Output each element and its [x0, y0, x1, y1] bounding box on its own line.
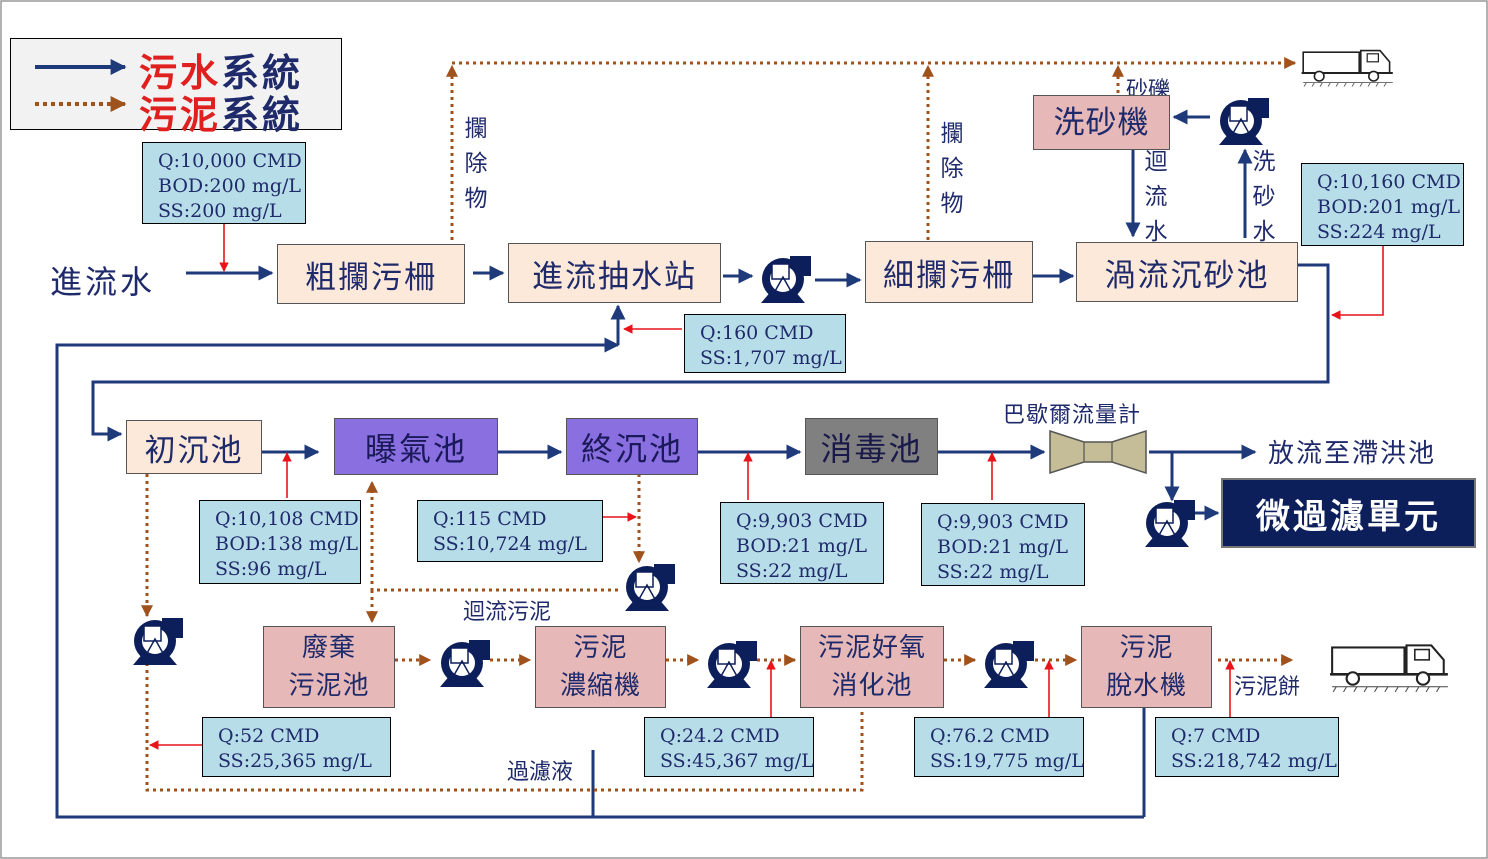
truck-icon — [1300, 40, 1396, 94]
legend-sludge-word: 污泥 — [139, 92, 222, 137]
info-bod: BOD:21 mg/L — [937, 536, 1068, 558]
vortex-grit-chamber: 渦流沉砂池 — [1076, 242, 1298, 302]
waste-sludge-tank-line2: 污泥池 — [288, 671, 370, 701]
info-flow: Q:9,903 CMD — [736, 510, 868, 532]
sewage-lines — [55, 109, 1330, 819]
sludge-thickener-line2: 濃縮機 — [559, 671, 641, 701]
grit-wash-water-label: 洗砂水 — [1252, 149, 1276, 245]
info-flow: Q:10,000 CMD — [158, 150, 302, 172]
legend-swatches — [35, 59, 127, 112]
info-bod: BOD:200 mg/L — [158, 175, 302, 197]
info-flow: Q:76.2 CMD — [930, 725, 1050, 747]
info-return-sludge: Q:115 CMD SS:10,724 mg/L — [417, 500, 603, 562]
info-bod: BOD:21 mg/L — [736, 535, 867, 557]
legend-sewage: 污水系統 — [139, 42, 303, 97]
influent-label: 進流水 — [50, 263, 156, 301]
legend-system-word: 系統 — [221, 50, 304, 95]
info-ss: SS:96 mg/L — [215, 558, 327, 580]
venturi-flowmeter-icon — [1049, 429, 1147, 475]
fine-screen: 細攔污柵 — [865, 241, 1033, 303]
influent-pump-station: 進流抽水站 — [508, 243, 721, 303]
pump-icon — [699, 638, 761, 694]
info-bod: BOD:201 mg/L — [1317, 196, 1461, 218]
info-flow: Q:10,108 CMD — [215, 508, 359, 530]
info-sludge-cake: Q:7 CMD SS:218,742 mg/L — [1155, 717, 1339, 777]
legend-sludge: 污泥系統 — [139, 84, 303, 139]
info-flow: Q:24.2 CMD — [660, 725, 780, 747]
info-final-effluent: Q:9,903 CMD BOD:21 mg/L SS:22 mg/L — [720, 502, 884, 584]
aeration-tank: 曝氣池 — [334, 418, 498, 475]
pump-icon — [976, 638, 1038, 694]
waste-sludge-tank-line1: 廢棄 — [301, 633, 356, 663]
info-ss: SS:200 mg/L — [158, 200, 282, 222]
info-pump-station: Q:160 CMD SS:1,707 mg/L — [684, 314, 846, 373]
filtrate-label: 過濾液 — [507, 760, 574, 785]
info-flow: Q:115 CMD — [433, 508, 547, 530]
info-flow: Q:7 CMD — [1171, 725, 1261, 747]
info-ss: SS:22 mg/L — [736, 560, 848, 582]
info-grit-effluent: Q:10,160 CMD BOD:201 mg/L SS:224 mg/L — [1301, 163, 1464, 246]
info-influent: Q:10,000 CMD BOD:200 mg/L SS:200 mg/L — [142, 142, 306, 224]
return-sludge-label: 迴流污泥 — [463, 600, 552, 625]
pump-icon — [1137, 497, 1199, 553]
pump-icon — [432, 637, 494, 693]
waste-sludge-tank: 廢棄 污泥池 — [263, 626, 395, 708]
legend-sewage-word: 污水 — [139, 50, 222, 95]
return-water-label: 迴流水 — [1144, 149, 1168, 245]
disinfection-tank: 消毒池 — [805, 418, 938, 475]
sludge-dewatering: 污泥 脫水機 — [1081, 626, 1212, 708]
info-flow: Q:10,160 CMD — [1317, 171, 1461, 193]
screenings-label: 攔除物 — [940, 121, 964, 217]
info-ss: SS:224 mg/L — [1317, 221, 1441, 243]
aerobic-digester: 污泥好氧 消化池 — [800, 626, 944, 708]
legend: 污水系統 污泥系統 — [10, 38, 342, 137]
sludge-cake-label: 污泥餅 — [1234, 675, 1301, 700]
info-ss: SS:10,724 mg/L — [433, 533, 587, 555]
parshall-flume-label: 巴歇爾流量計 — [1003, 403, 1142, 428]
info-thickened-sludge: Q:24.2 CMD SS:45,367 mg/L — [644, 717, 814, 777]
sludge-dewatering-line2: 脫水機 — [1105, 671, 1187, 701]
micro-filtration-unit: 微過濾單元 — [1221, 478, 1476, 548]
info-bod: BOD:138 mg/L — [215, 533, 359, 555]
sludge-thickener-line1: 污泥 — [573, 633, 628, 663]
info-disinfected: Q:9,903 CMD BOD:21 mg/L SS:22 mg/L — [921, 503, 1085, 586]
info-primary-effluent: Q:10,108 CMD BOD:138 mg/L SS:96 mg/L — [199, 500, 361, 584]
truck-icon — [1325, 633, 1455, 699]
sludge-dewatering-line1: 污泥 — [1119, 633, 1174, 663]
info-ss: SS:218,742 mg/L — [1171, 750, 1337, 772]
info-flow: Q:52 CMD — [218, 725, 320, 747]
primary-clarifier: 初沉池 — [126, 420, 262, 474]
sludge-lines — [141, 57, 1297, 792]
aerobic-digester-line1: 污泥好氧 — [817, 633, 926, 663]
sand-washer: 洗砂機 — [1033, 95, 1170, 150]
pump-icon — [753, 253, 815, 309]
coarse-screen: 粗攔污柵 — [277, 244, 465, 304]
callout-arrows — [149, 224, 1384, 750]
pump-icon — [1211, 95, 1273, 151]
pump-icon — [617, 561, 679, 617]
info-ss: SS:25,365 mg/L — [218, 750, 372, 772]
info-primary-sludge: Q:52 CMD SS:25,365 mg/L — [202, 717, 391, 777]
screenings-label: 攔除物 — [464, 116, 488, 212]
info-digested-sludge: Q:76.2 CMD SS:19,775 mg/L — [914, 717, 1084, 777]
info-ss: SS:22 mg/L — [937, 561, 1049, 583]
final-clarifier: 終沉池 — [566, 418, 698, 475]
info-ss: SS:1,707 mg/L — [700, 347, 842, 369]
info-ss: SS:45,367 mg/L — [660, 750, 814, 772]
info-flow: Q:9,903 CMD — [937, 511, 1069, 533]
discharge-label: 放流至滯洪池 — [1268, 439, 1437, 469]
legend-system-word: 系統 — [221, 92, 304, 137]
pump-icon — [125, 615, 187, 671]
aerobic-digester-line2: 消化池 — [831, 671, 913, 701]
sludge-thickener: 污泥 濃縮機 — [535, 626, 666, 708]
info-flow: Q:160 CMD — [700, 322, 814, 344]
info-ss: SS:19,775 mg/L — [930, 750, 1084, 772]
